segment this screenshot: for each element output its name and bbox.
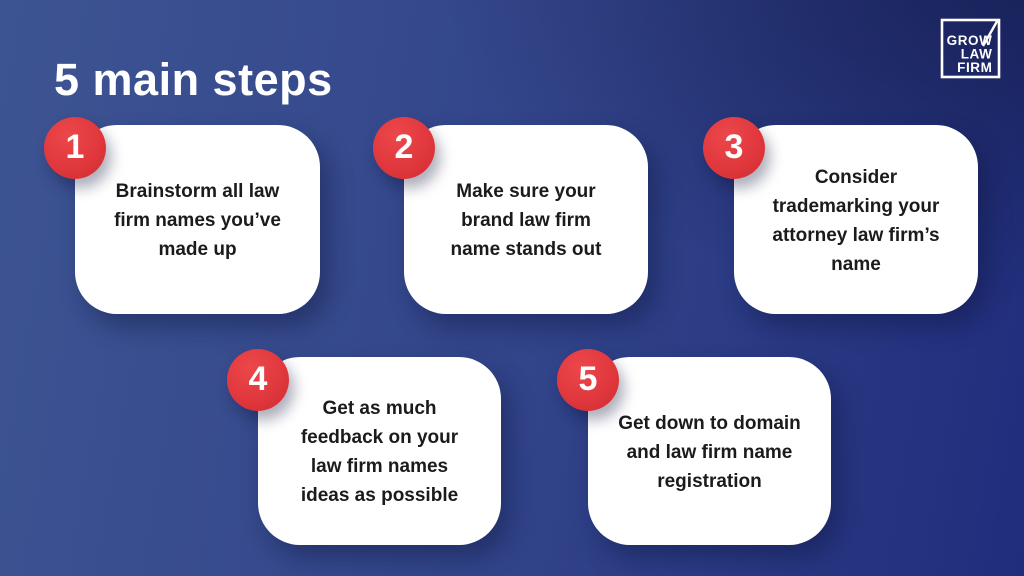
step-number: 3 (724, 128, 744, 166)
step-text: Brainstorm all law firm names you’ve mad… (114, 181, 281, 260)
step-text: Get as much feedback on your law firm na… (300, 398, 459, 506)
logo-line-2: LAW (961, 47, 993, 62)
step-number: 4 (248, 360, 268, 398)
logo-line-3: FIRM (957, 60, 992, 75)
step-card-1: 1 Brainstorm all law firm names you’ve m… (44, 117, 320, 314)
step-text: Consider trademarking your attorney law … (772, 166, 940, 275)
step-number: 5 (578, 360, 598, 398)
step-number-badge-4: 4 (227, 349, 289, 411)
step-number: 2 (394, 128, 414, 166)
page-title: 5 main steps (54, 54, 333, 106)
grow-law-firm-logo: GROW LAW FIRM (940, 18, 1001, 79)
step-number-badge-1: 1 (44, 117, 106, 179)
step-card-3: 3 Consider trademarking your attorney la… (703, 117, 978, 314)
step-text: Get down to domain and law firm name reg… (618, 412, 801, 492)
step-card-2: 2 Make sure your brand law firm name sta… (373, 117, 648, 314)
step-number-badge-3: 3 (703, 117, 765, 179)
step-card-4: 4 Get as much feedback on your law firm … (227, 349, 501, 545)
step-card-5: 5 Get down to domain and law firm name r… (557, 349, 831, 545)
logo-frame-icon: GROW LAW FIRM (940, 18, 1001, 79)
logo-line-1: GROW (947, 33, 993, 48)
step-text: Make sure your brand law firm name stand… (450, 181, 602, 260)
step-number-badge-5: 5 (557, 349, 619, 411)
step-number-badge-2: 2 (373, 117, 435, 179)
step-number: 1 (65, 128, 85, 166)
